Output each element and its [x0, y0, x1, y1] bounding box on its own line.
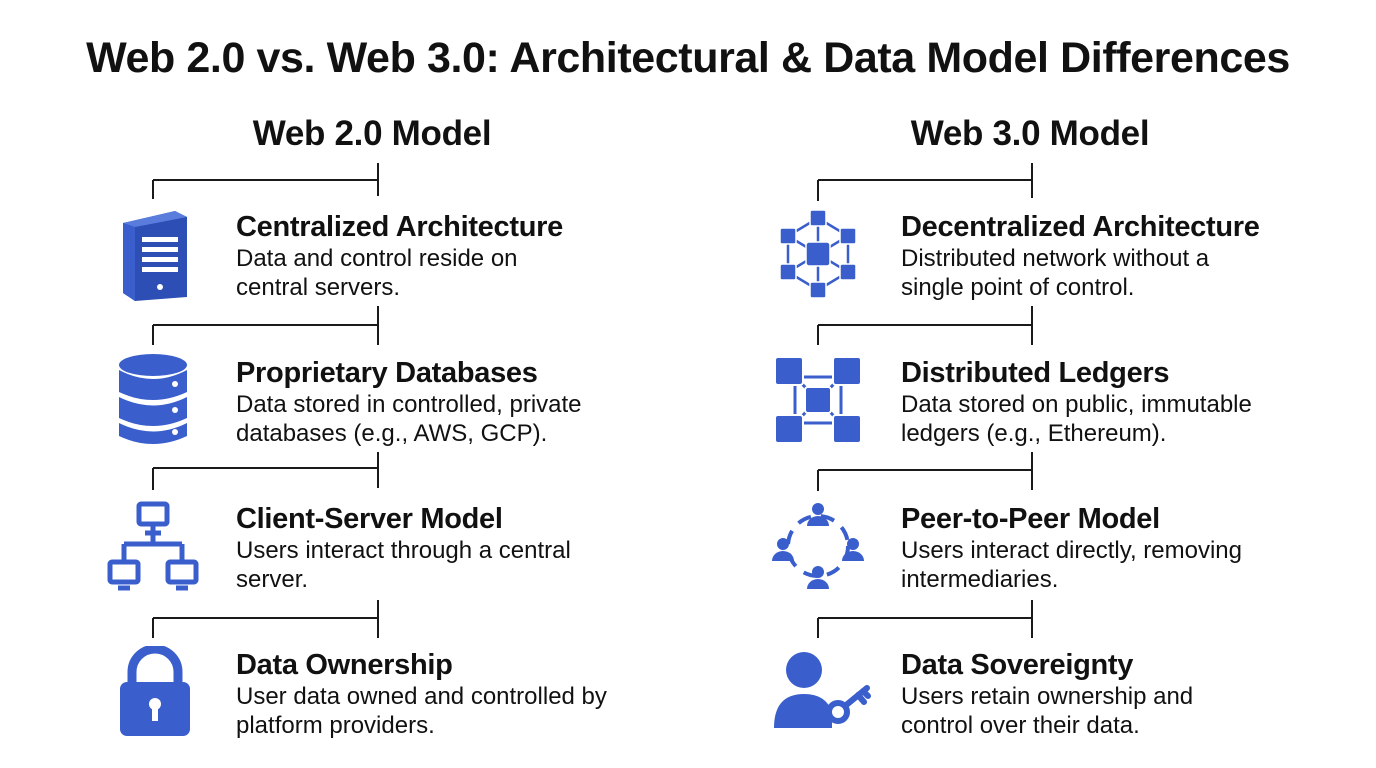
web3-item-distributed-ledgers: Distributed Ledgers Data stored on publi… [901, 357, 1321, 448]
web3-item-peer-to-peer-model: Peer-to-Peer Model Users interact direct… [901, 503, 1321, 594]
item-title: Decentralized Architecture [901, 211, 1260, 243]
item-title: Centralized Architecture [236, 211, 563, 243]
web2-item-proprietary-databases: Proprietary Databases Data stored in con… [236, 357, 656, 448]
page-title: Web 2.0 vs. Web 3.0: Architectural & Dat… [86, 34, 1290, 82]
web3-item-decentralized-architecture: Decentralized Architecture Distributed n… [901, 211, 1321, 302]
connector-left-1 [152, 163, 379, 199]
connector-right-3 [817, 452, 1033, 491]
item-description: Data and control reside on central serve… [236, 245, 518, 301]
padlock-icon [120, 646, 190, 736]
item-description: Data stored in controlled, private datab… [236, 391, 582, 447]
item-title: Data Ownership [236, 649, 453, 681]
item-description: Users retain ownership and control over … [901, 683, 1194, 739]
column-heading-web2: Web 2.0 Model [252, 114, 492, 153]
column-heading-web3: Web 3.0 Model [910, 114, 1150, 153]
web2-item-client-server-model: Client-Server Model Users interact throu… [236, 503, 656, 594]
cube-network-icon [779, 209, 857, 299]
user-key-icon [774, 652, 871, 728]
item-title: Proprietary Databases [236, 357, 538, 389]
item-description: Distributed network without a single poi… [901, 245, 1210, 301]
blockchain-cubes-icon [774, 356, 862, 444]
item-description: Users interact through a central server. [236, 537, 571, 593]
web3-item-data-sovereignty: Data Sovereignty Users retain ownership … [901, 649, 1321, 740]
item-title: Peer-to-Peer Model [901, 503, 1160, 535]
connector-left-4 [152, 600, 379, 638]
item-title: Client-Server Model [236, 503, 503, 535]
peer-circle-icon [772, 503, 864, 589]
connector-right-4 [817, 600, 1033, 638]
item-title: Distributed Ledgers [901, 357, 1170, 389]
connector-left-3 [152, 452, 379, 490]
server-tower-icon [123, 211, 187, 301]
item-description: Users interact directly, removing interm… [901, 537, 1242, 593]
item-description: Data stored on public, immutable ledgers… [901, 391, 1252, 447]
web2-item-centralized-architecture: Centralized Architecture Data and contro… [236, 211, 656, 302]
item-title: Data Sovereignty [901, 649, 1134, 681]
web2-item-data-ownership: Data Ownership User data owned and contr… [236, 649, 656, 740]
connector-right-1 [817, 163, 1033, 201]
client-server-network-icon [107, 501, 199, 591]
connector-right-2 [817, 306, 1033, 345]
connector-left-2 [152, 306, 379, 345]
item-description: User data owned and controlled by platfo… [236, 683, 607, 739]
database-icon [119, 354, 187, 444]
